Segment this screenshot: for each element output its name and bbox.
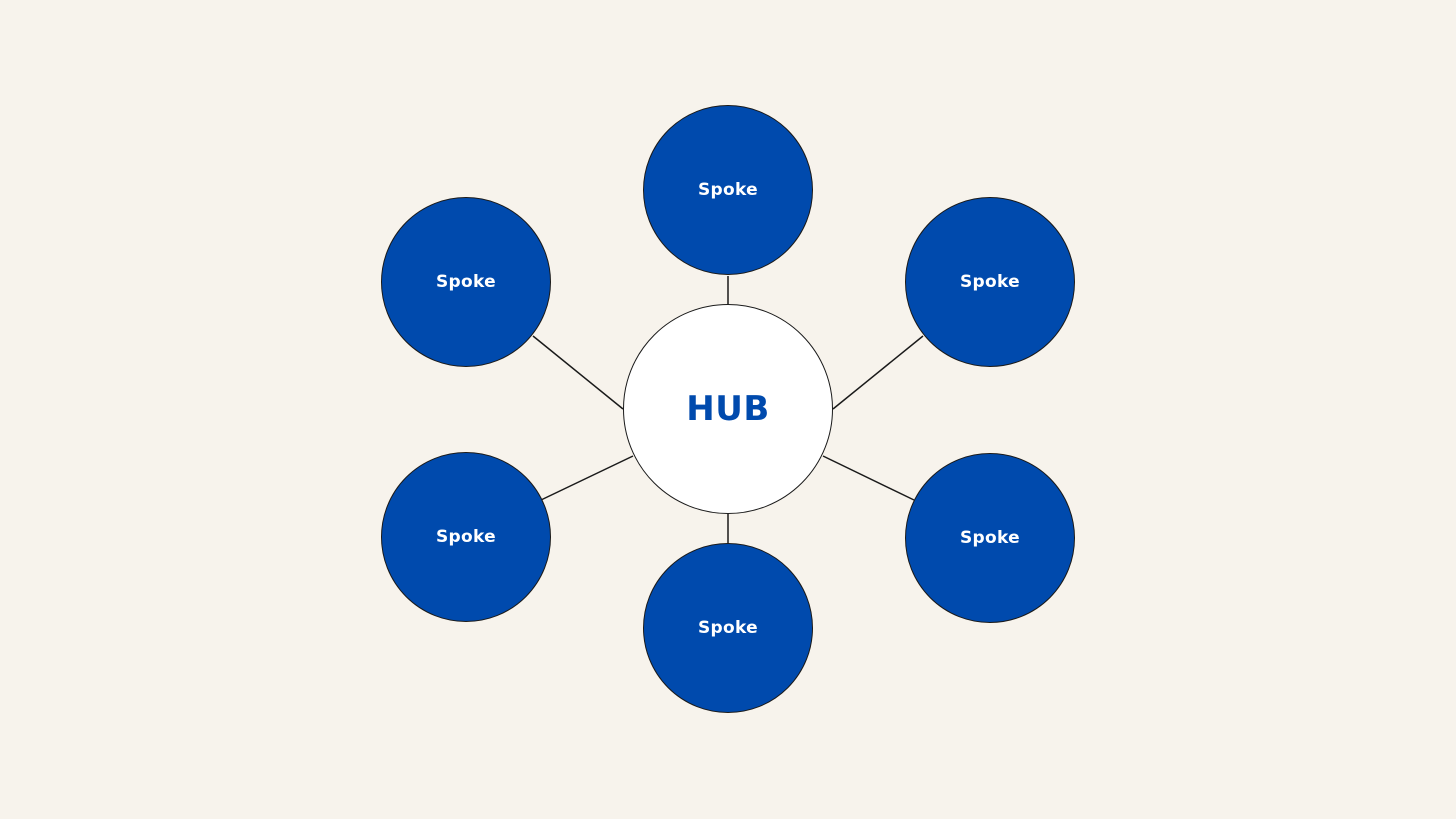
spoke-label: Spoke	[960, 272, 1020, 292]
spoke-label: Spoke	[436, 527, 496, 547]
connector-lower-left	[540, 455, 634, 501]
connector-upper-left	[532, 335, 624, 410]
spoke-node-upper-left: Spoke	[381, 197, 551, 367]
spoke-label: Spoke	[698, 618, 758, 638]
hub-node: HUB	[623, 304, 833, 514]
spoke-label: Spoke	[436, 272, 496, 292]
spoke-node-lower-left: Spoke	[381, 452, 551, 622]
connector-upper-right	[832, 335, 924, 410]
spoke-node-bottom: Spoke	[643, 543, 813, 713]
spoke-label: Spoke	[698, 180, 758, 200]
spoke-label: Spoke	[960, 528, 1020, 548]
connector-lower-right	[822, 455, 915, 501]
spoke-node-top: Spoke	[643, 105, 813, 275]
spoke-node-upper-right: Spoke	[905, 197, 1075, 367]
hub-label: HUB	[686, 389, 770, 429]
spoke-node-lower-right: Spoke	[905, 453, 1075, 623]
